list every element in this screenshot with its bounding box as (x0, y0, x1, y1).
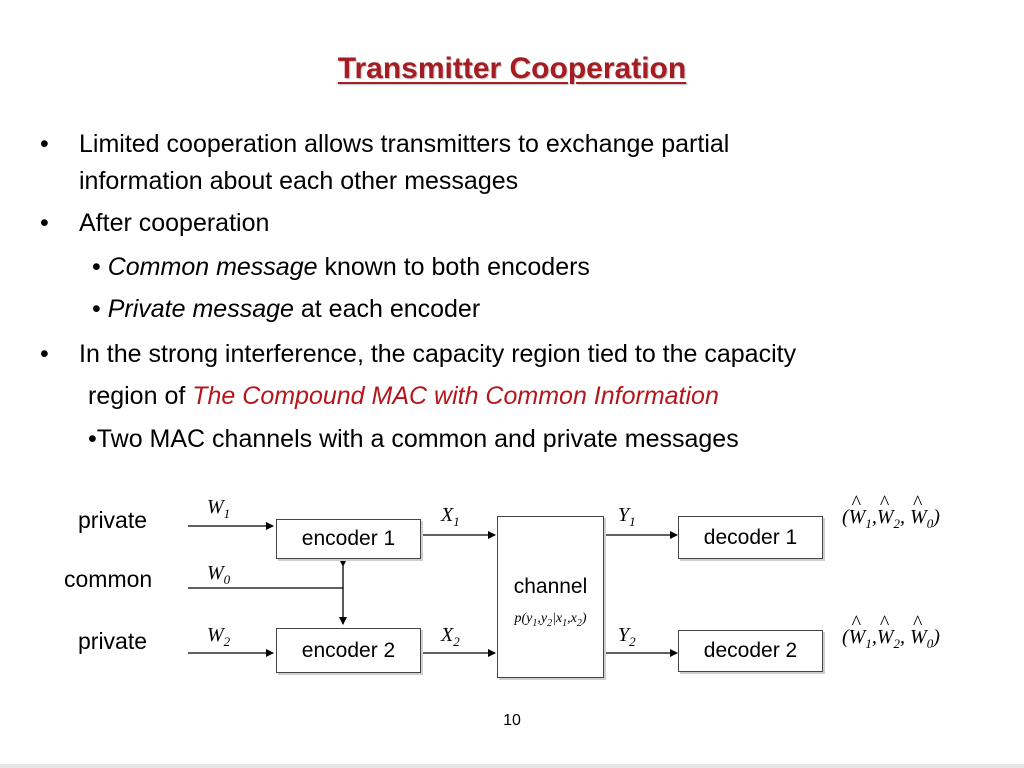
symbol-y1: Y1 (618, 504, 636, 529)
bullet-1-line-1: Limited cooperation allows transmitters … (79, 130, 730, 158)
decoder-1-box: decoder 1 (678, 516, 823, 559)
footer-bar (0, 764, 1024, 768)
sub-bullet-mac: •Two MAC channels with a common and priv… (88, 425, 739, 453)
symbol-w2: W2 (207, 624, 231, 649)
bullet-marker: • (40, 130, 49, 158)
channel-label: channel (513, 575, 588, 598)
symbol-x2: X2 (441, 624, 460, 649)
bullet-3-line-1: In the strong interference, the capacity… (79, 340, 797, 368)
estimate-decoder-2: (W1,W2, W0) (842, 612, 940, 652)
label-private-1: private (78, 507, 148, 533)
highlighted-term: The Compound MAC with Common Information (192, 382, 719, 410)
symbol-x1: X1 (441, 504, 460, 529)
channel-formula: p(y1,y2|x1,x2) (514, 611, 587, 629)
symbol-w1: W1 (207, 496, 231, 521)
bullet-2: After cooperation (79, 209, 270, 237)
bullet-1-line-2: information about each other messages (79, 167, 519, 195)
bullet-3-line-2: region of The Compound MAC with Common I… (88, 382, 719, 410)
label-private-2: private (78, 628, 148, 654)
symbol-y2: Y2 (618, 624, 636, 649)
slide-title: Transmitter Cooperation (337, 52, 687, 85)
page-number: 10 (503, 712, 521, 729)
encoder-1-box: encoder 1 (276, 519, 421, 559)
sub-bullet-common: • Common message known to both encoders (92, 253, 590, 281)
label-common: common (64, 566, 153, 592)
symbol-w0: W0 (207, 562, 231, 587)
bullet-marker: • (40, 209, 49, 237)
sub-bullet-private: • Private message at each encoder (92, 295, 481, 323)
estimate-decoder-1: (W1,W2, W0) (842, 492, 940, 532)
channel-box: channel p(y1,y2|x1,x2) (497, 516, 604, 678)
encoder-2-box: encoder 2 (276, 628, 421, 673)
decoder-2-box: decoder 2 (678, 630, 823, 672)
bullet-marker: • (40, 340, 49, 368)
